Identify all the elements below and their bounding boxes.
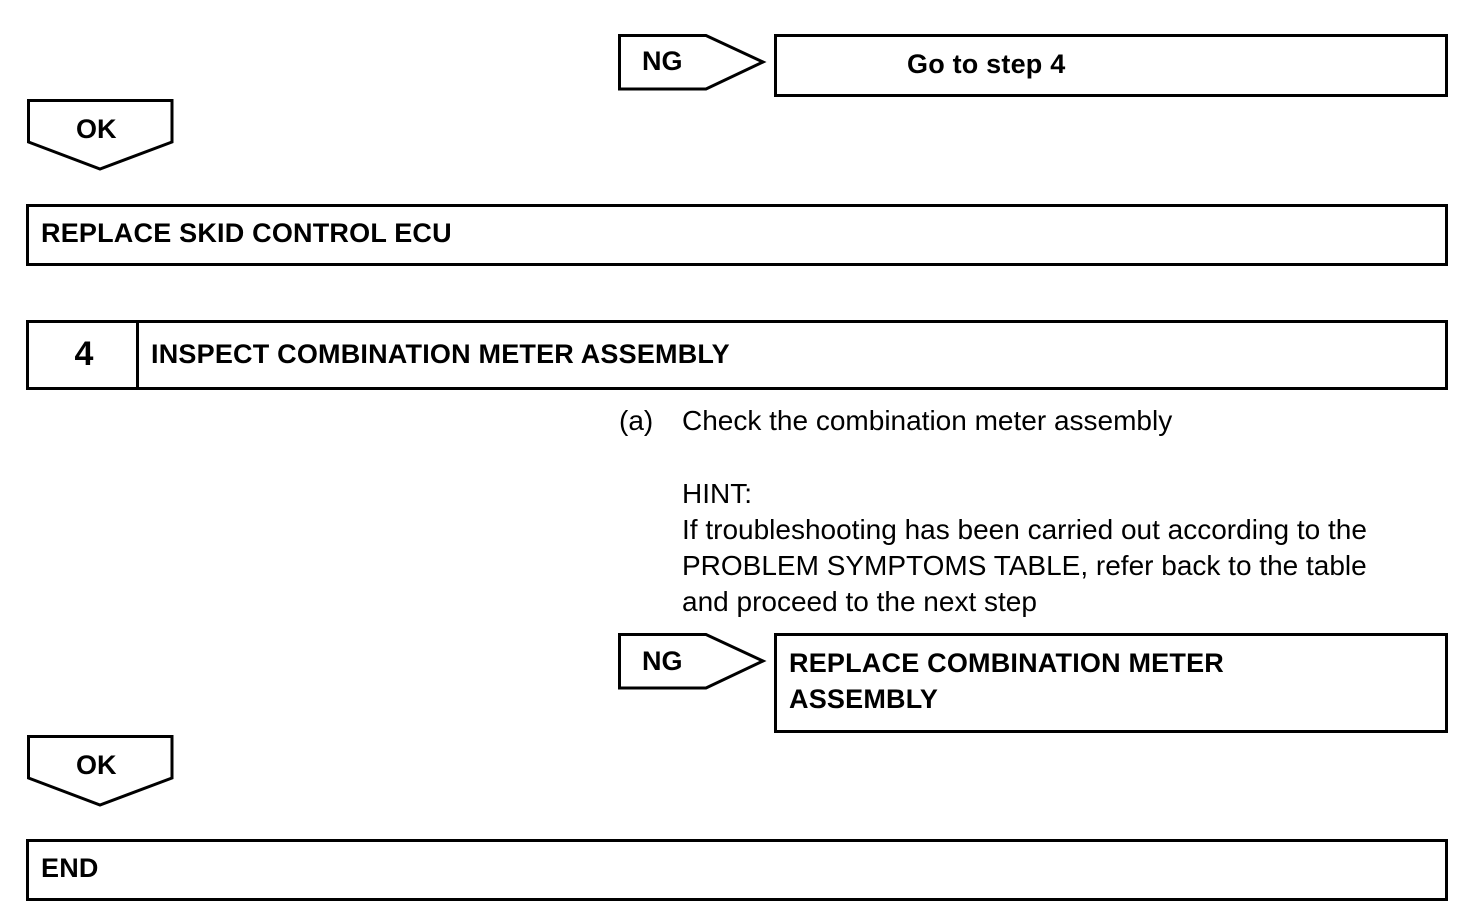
ng-arrow-shape xyxy=(618,34,767,91)
ok-arrow-shape xyxy=(27,99,174,171)
ng-label: NG xyxy=(642,46,683,76)
ng-result-box: Go to step 4 xyxy=(774,34,1448,97)
hint-label: HINT: xyxy=(682,478,752,509)
ng-result-line-2: ASSEMBLY xyxy=(789,684,939,714)
instruction-text: Check the combination meter assembly xyxy=(682,405,1173,436)
step-header: 4 INSPECT COMBINATION METER ASSEMBLY xyxy=(26,320,1448,390)
hint-line-3: and proceed to the next step xyxy=(682,586,1037,617)
step-title: INSPECT COMBINATION METER ASSEMBLY xyxy=(151,339,730,369)
ng-result-line-1: REPLACE COMBINATION METER xyxy=(789,648,1224,678)
end-box: END xyxy=(26,839,1448,901)
end-text: END xyxy=(41,853,99,883)
hint-line-1: If troubleshooting has been carried out … xyxy=(682,514,1367,545)
ng-arrow-shape-2 xyxy=(618,633,767,690)
step-number-cell: 4 xyxy=(29,323,139,387)
ng-result-text: Go to step 4 xyxy=(907,49,1066,79)
instruction-marker: (a) xyxy=(619,405,654,436)
ok-label: OK xyxy=(76,114,117,144)
action-text: REPLACE SKID CONTROL ECU xyxy=(41,218,452,248)
replace-skid-control-ecu-box: REPLACE SKID CONTROL ECU xyxy=(26,204,1448,266)
hint-line-2: PROBLEM SYMPTOMS TABLE, refer back to th… xyxy=(682,550,1367,581)
ok-arrow-shape-2 xyxy=(27,735,174,807)
replace-combination-meter-box: REPLACE COMBINATION METER ASSEMBLY xyxy=(774,633,1448,733)
ok-label-2: OK xyxy=(76,750,117,780)
step-number: 4 xyxy=(74,335,94,373)
ng-label-2: NG xyxy=(642,646,683,676)
